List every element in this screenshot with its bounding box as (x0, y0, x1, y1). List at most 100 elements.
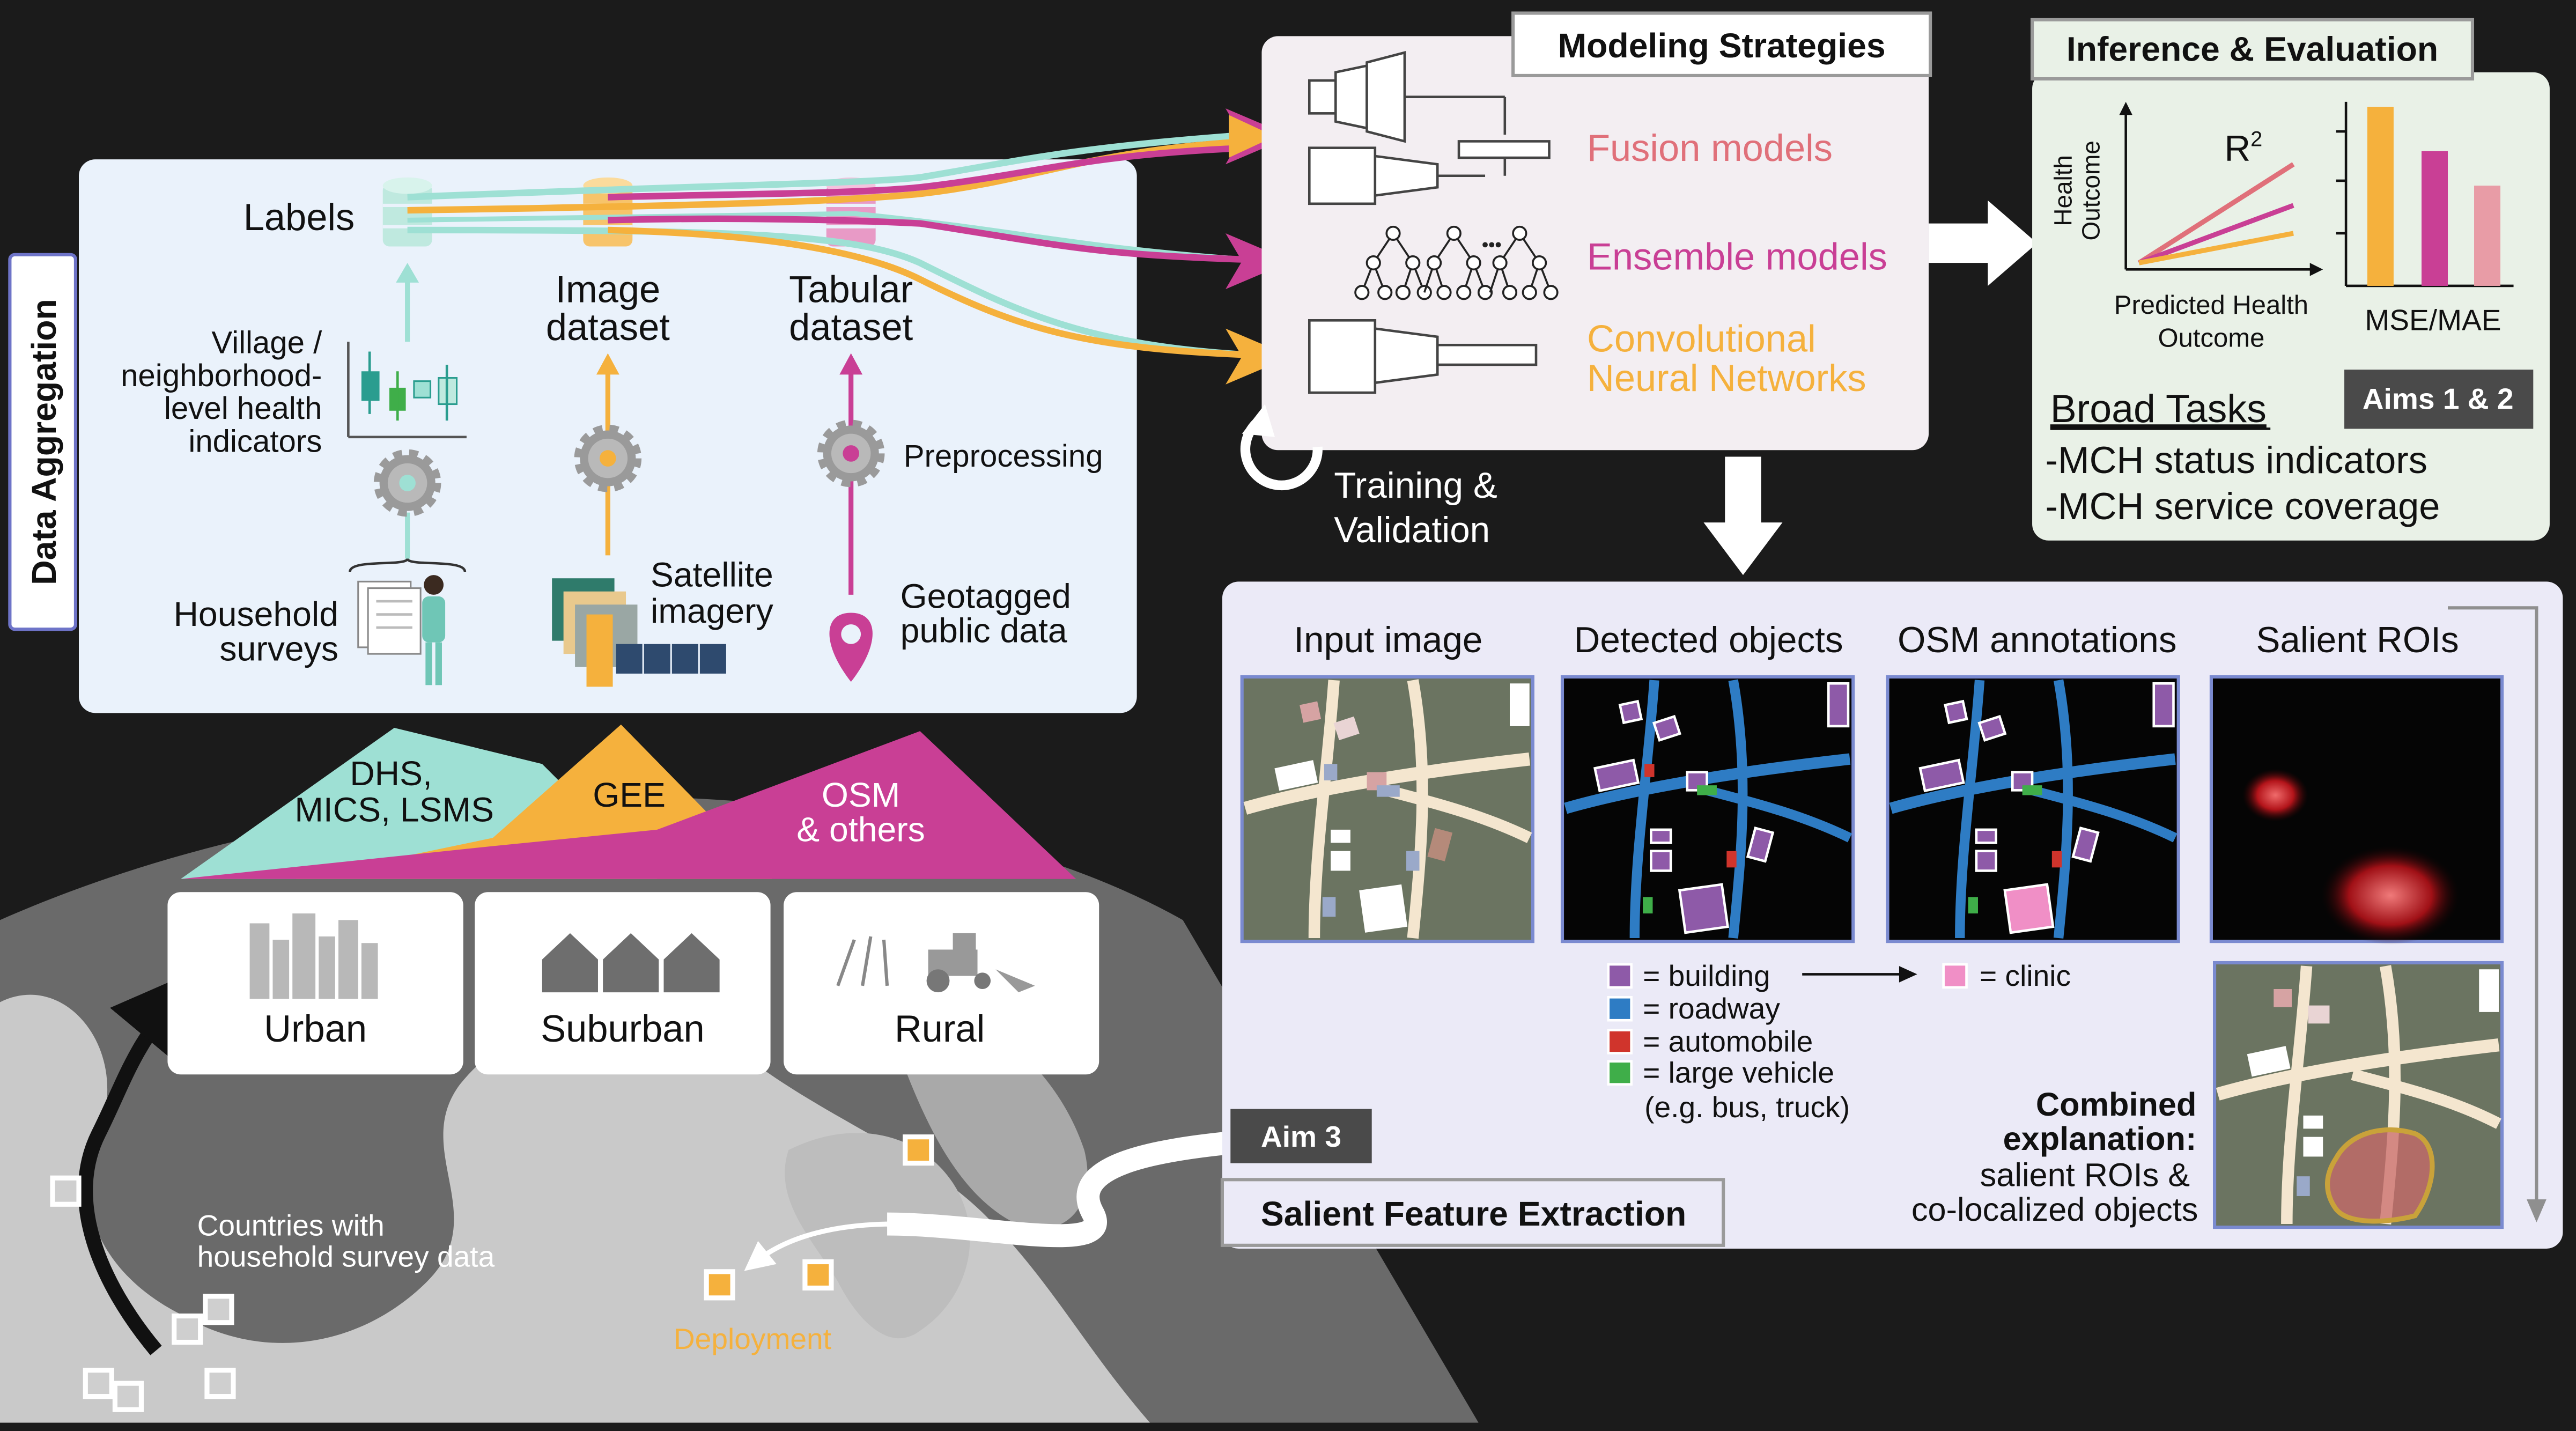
aim3-label: Aim 3 (1261, 1120, 1341, 1153)
cnn-arrowhead (1226, 328, 1291, 385)
x-axis-label-line-1: Predicted Health (2114, 291, 2308, 320)
countries-label-line-1: Countries with (197, 1208, 385, 1242)
training-label-line-2: Validation (1334, 510, 1490, 550)
training-label-line-1: Training & (1334, 466, 1497, 506)
inference-title-box (2030, 18, 2475, 81)
aim3-badge (1230, 1109, 1372, 1163)
error-bar-chart (2336, 101, 2514, 287)
dhs-line-1: DHS, (350, 754, 432, 793)
suburban-label: Suburban (541, 1007, 704, 1050)
aims-1-2-label: Aims 1 & 2 (2363, 382, 2514, 416)
input-image-tile (1240, 675, 1534, 943)
col-osm-annotations: OSM annotations (1898, 620, 2177, 660)
bar-magenta (2422, 151, 2448, 286)
cnn-diagram (1308, 319, 1538, 394)
urban-box (167, 892, 463, 1075)
training-loop-icon (1240, 415, 1323, 491)
legend-automobile-swatch (1607, 1029, 1633, 1054)
legend-roadway-swatch (1607, 996, 1633, 1022)
regression-line-pink (2137, 162, 2295, 265)
salient-rois-tile (2209, 675, 2504, 945)
urban-label: Urban (264, 1007, 367, 1050)
deployment-arrow-thick (887, 1130, 1242, 1248)
health-indicators-line-3: level health (164, 391, 322, 426)
salient-title: Salient Feature Extraction (1261, 1194, 1686, 1233)
health-indicators-line-1: Village / (211, 326, 322, 360)
preprocessing-label: Preprocessing (904, 439, 1103, 474)
task-2: -MCH service coverage (2046, 485, 2440, 527)
gear-icon (817, 419, 885, 488)
farm-tractor-icon (836, 933, 1035, 993)
ensemble-arrowhead (1226, 233, 1291, 290)
labels-title: Labels (243, 196, 355, 238)
deployment-arrow (744, 1221, 896, 1271)
combined-text-line-2: co-localized objects (1911, 1191, 2198, 1228)
aims-1-2-badge (2344, 370, 2534, 429)
countries-label-line-2: household survey data (197, 1240, 495, 1273)
household-surveys-line-1: Household (173, 595, 338, 633)
bar-pink (2474, 186, 2501, 286)
city-buildings-icon (249, 913, 378, 999)
image-dataset-title-2: dataset (546, 306, 670, 348)
deployment-marker (704, 1269, 735, 1301)
y-axis-label-line-1: Health (2049, 155, 2077, 226)
dhs-line-2: MICS, LSMS (294, 791, 494, 829)
x-axis-label-line-2: Outcome (2158, 323, 2265, 352)
data-source-mountains (180, 724, 1076, 879)
modeling-title-box (1511, 11, 1932, 77)
col-detected-objects: Detected objects (1574, 620, 1843, 660)
task-1: -MCH status indicators (2046, 439, 2427, 481)
survey-country-marker (203, 1294, 234, 1325)
cnn-label-line-1: Convolutional (1587, 318, 1816, 360)
ensemble-models-label: Ensemble models (1587, 235, 1887, 277)
settings-row (167, 892, 1099, 1075)
deployment-marker (802, 1259, 834, 1291)
survey-country-marker (172, 1313, 203, 1345)
legend-building-text: = building (1643, 959, 1770, 992)
salient-flow-arrow (2448, 606, 2538, 1209)
image-dataset-title-1: Image (555, 268, 660, 311)
gee-label: GEE (593, 776, 666, 814)
gear-icon (373, 449, 441, 517)
fusion-model-diagram (1308, 51, 1551, 205)
col-salient-rois: Salient ROIs (2256, 620, 2459, 660)
houses-icon (542, 933, 720, 993)
survey-country-marker (204, 1368, 236, 1399)
regression-line-magenta (2138, 203, 2294, 265)
detected-objects-tile (1560, 675, 1855, 943)
modeling-to-inference-arrow (1929, 200, 2038, 286)
legend-building-swatch (1607, 963, 1633, 989)
location-pin-icon (829, 613, 873, 682)
survey-trajectory-arrow (78, 968, 201, 1355)
household-surveys-line-2: surveys (219, 629, 338, 668)
y-axis-label-line-2: Outcome (2077, 141, 2105, 240)
survey-country-marker (50, 1175, 82, 1207)
globe-land-2 (785, 1133, 970, 1339)
osm-mountain (180, 731, 1076, 879)
osm-line-1: OSM (822, 776, 901, 814)
data-aggregation-label: Data Aggregation (25, 299, 63, 585)
household-survey-icon (349, 558, 467, 685)
satellite-imagery-icon (552, 578, 726, 687)
ensemble-model-diagram (1354, 225, 1559, 300)
combined-text-line-1: salient ROIs & (1980, 1157, 2190, 1193)
legend (1607, 963, 1968, 1086)
salient-title-box (1220, 1178, 1725, 1247)
cnn-label-line-2: Neural Networks (1587, 357, 1866, 399)
combined-explanation-tile (2212, 961, 2504, 1229)
legend-large-vehicle-example: (e.g. bus, truck) (1644, 1090, 1850, 1124)
legend-large-vehicle-swatch (1607, 1060, 1633, 1086)
osm-line-2: & others (796, 810, 925, 849)
legend-automobile-text: = automobile (1643, 1024, 1813, 1058)
bar-orange (2367, 107, 2394, 286)
mse-label: MSE/MAE (2365, 304, 2501, 337)
modeling-to-salient-arrow (1703, 456, 1783, 576)
gear-icon (574, 424, 642, 492)
survey-country-marker (112, 1381, 144, 1412)
satellite-imagery-line-1: Satellite (651, 556, 773, 594)
deployment-marker (903, 1134, 934, 1166)
legend-clinic-swatch (1942, 963, 1968, 989)
tabular-dataset-title-2: dataset (789, 306, 913, 348)
